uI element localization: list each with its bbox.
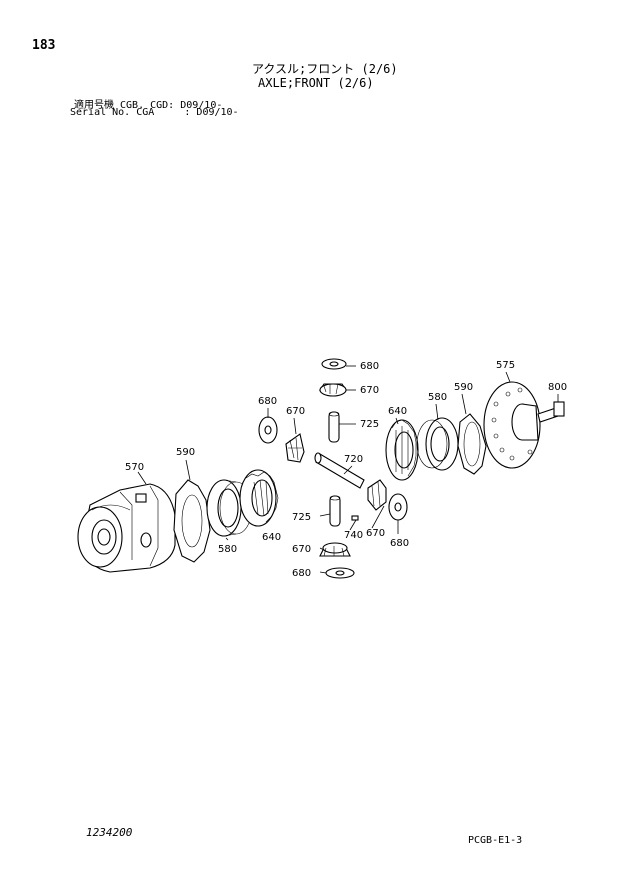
callout-670-right: 670 [366, 528, 385, 539]
part-640-side-gear-right[interactable] [385, 419, 419, 481]
applicable-serial-note: 適用号機 CGB. CGD: D09/10- [74, 100, 223, 111]
part-570-differential-case[interactable] [77, 483, 176, 573]
callout-680-right: 680 [390, 538, 409, 549]
part-670-pinion-gear-bottom[interactable] [319, 542, 351, 557]
callout-725-upper: 725 [360, 419, 379, 430]
part-680-washer-right[interactable] [388, 493, 408, 521]
part-670-pinion-gear-top[interactable] [318, 383, 348, 397]
callout-590-left: 590 [176, 447, 195, 458]
part-680-washer-bottom[interactable] [325, 567, 355, 579]
part-680-washer-left[interactable] [258, 416, 278, 444]
part-725-pin-lower[interactable] [329, 495, 341, 527]
part-575-flange-case[interactable] [483, 381, 541, 469]
part-580-bearing-right[interactable] [416, 417, 459, 471]
callout-570: 570 [125, 462, 144, 473]
callout-725-lower: 725 [292, 512, 311, 523]
callout-580-right: 580 [428, 392, 447, 403]
document-code: 1234200 [86, 826, 133, 839]
part-800-bolt[interactable] [537, 401, 565, 423]
callout-720: 720 [344, 454, 363, 465]
callout-800: 800 [548, 382, 567, 393]
callout-590-right: 590 [454, 382, 473, 393]
page-number: 183 [32, 38, 56, 53]
part-720-pinion-shaft[interactable] [314, 452, 365, 489]
part-680-washer-top[interactable] [321, 358, 347, 370]
callout-680-top: 680 [360, 361, 379, 372]
page-title: AXLE;FRONT (2/6) [258, 76, 374, 90]
callout-575: 575 [496, 360, 515, 371]
page-title-japanese: アクスル;フロント (2/6) [252, 62, 398, 76]
callout-670-bottom: 670 [292, 544, 311, 555]
part-740-lock-pin[interactable] [351, 515, 359, 521]
part-590-shim-right[interactable] [457, 413, 487, 475]
callout-640-left: 640 [262, 532, 281, 543]
callout-740: 740 [344, 530, 363, 541]
page-reference: PCGB-E1-3 [468, 835, 523, 846]
callout-640-right: 640 [388, 406, 407, 417]
callout-680-left: 680 [258, 396, 277, 407]
serial-number-note: Serial No. CGA : D09/10- [70, 107, 239, 118]
callout-670-left: 670 [286, 406, 305, 417]
part-590-shim-left[interactable] [173, 479, 211, 563]
callout-670-top: 670 [360, 385, 379, 396]
part-670-pinion-gear-left[interactable] [285, 433, 305, 463]
part-640-side-gear-left[interactable] [239, 469, 279, 527]
callout-580-left: 580 [218, 544, 237, 555]
leader-lines [137, 365, 559, 574]
part-725-pin-upper[interactable] [328, 411, 340, 443]
part-670-pinion-gear-right[interactable] [367, 479, 387, 511]
callout-680-bottom: 680 [292, 568, 311, 579]
